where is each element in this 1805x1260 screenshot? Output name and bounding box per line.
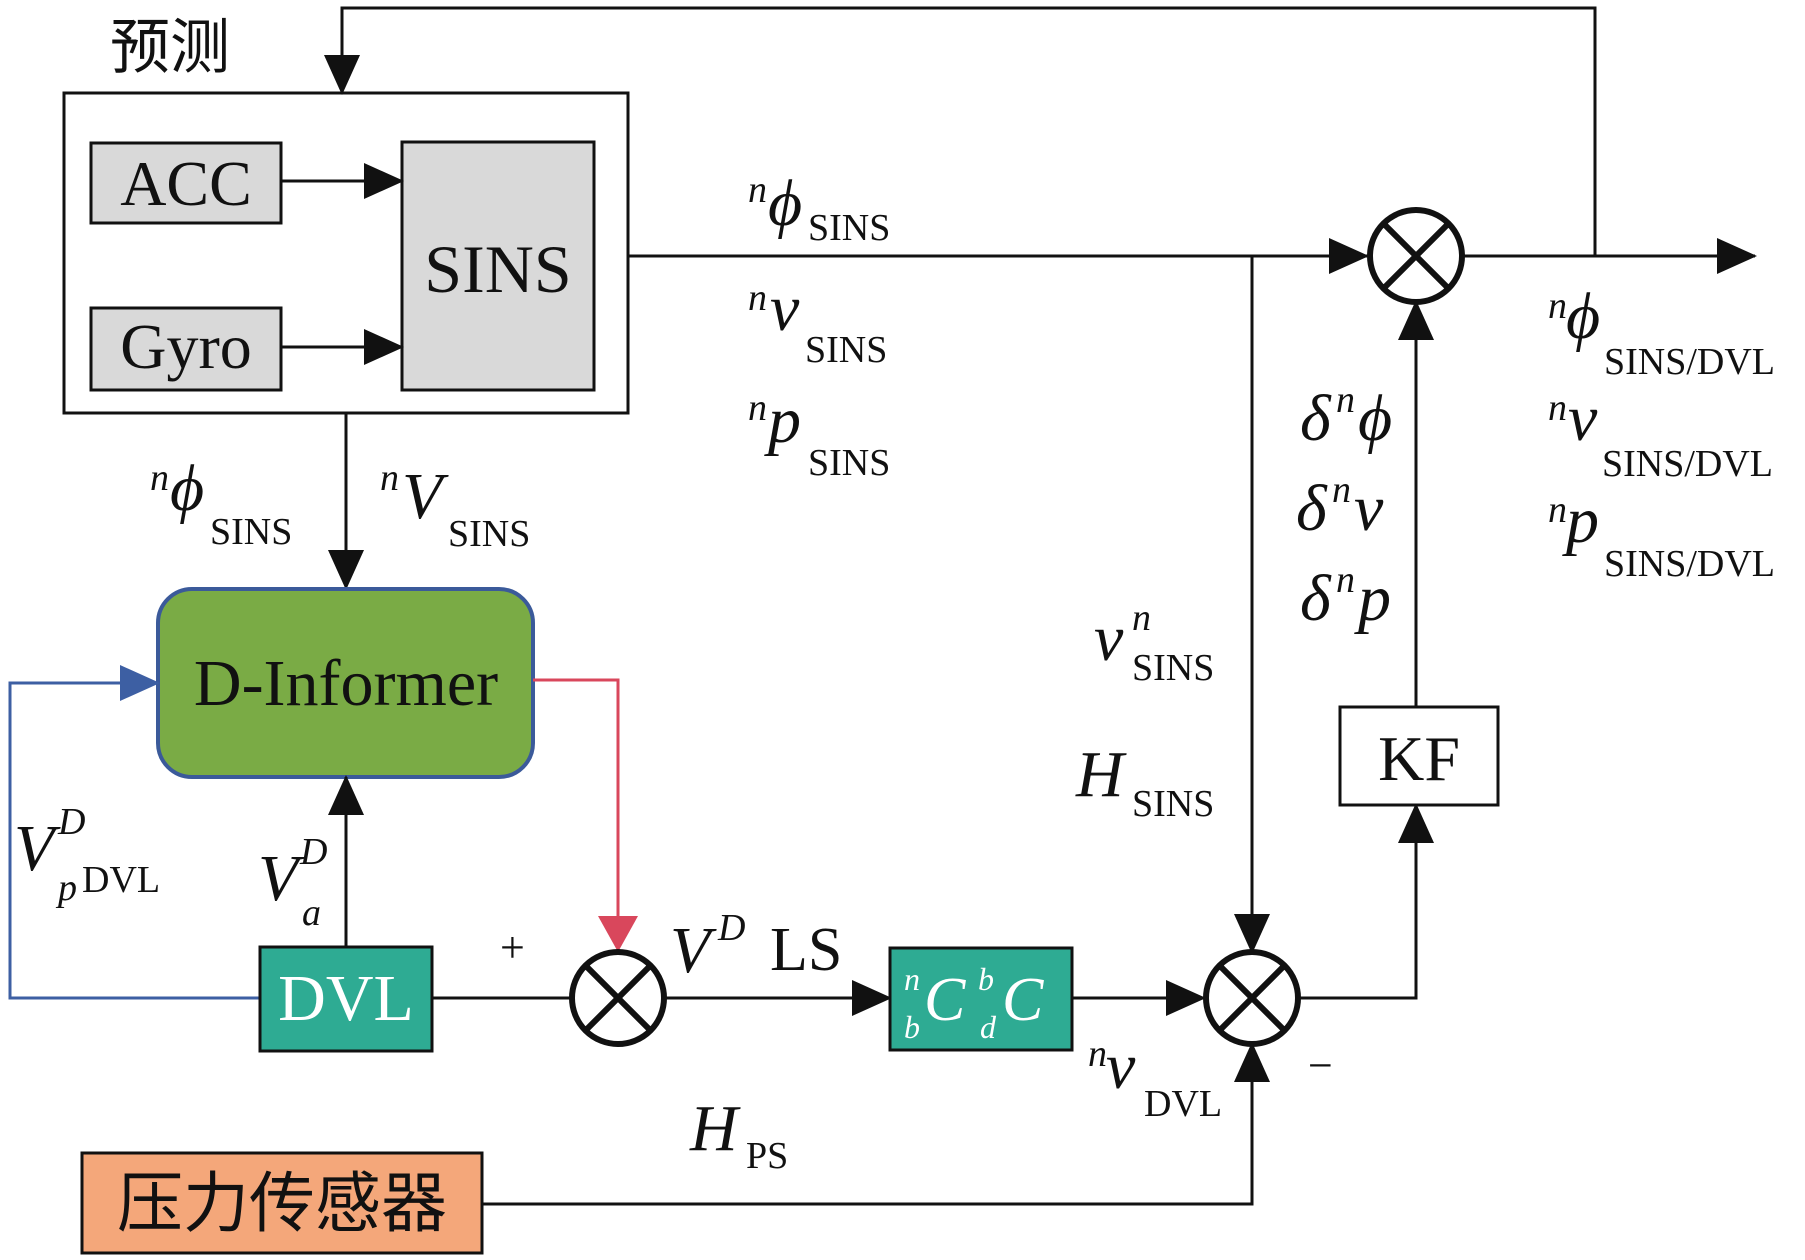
gyro-label: Gyro [120,311,252,382]
d-informer-label: D-Informer [194,647,498,720]
pressure-sensor-block: 压力传感器 [80,1151,484,1255]
pressure-sensor-label: 压力传感器 [117,1168,447,1241]
v-sins-h-sins-labels: v n SINS H SINS [1075,597,1214,825]
svg-text:p: p [1354,562,1391,635]
sins-output-labels: n ϕ SINS n v SINS n p SINS [748,167,890,484]
svg-text:n: n [1336,559,1355,601]
svg-text:δ: δ [1296,472,1328,545]
v-a-label: V D a [258,831,327,934]
svg-text:p: p [55,867,77,909]
svg-text:C: C [1002,966,1044,1034]
svg-text:n: n [1088,1033,1107,1075]
svg-text:b: b [978,961,994,997]
svg-text:DVL: DVL [82,859,160,901]
error-state-labels: δ n ϕ δ n v δ n p [1296,379,1392,635]
dvl-label: DVL [278,962,414,1035]
acc-label: ACC [120,148,252,219]
svg-text:n: n [748,169,767,211]
dinformer-to-combiner-red [533,678,638,952]
ls-label: LS [770,916,842,984]
svg-text:H: H [689,1092,741,1165]
svg-text:δ: δ [1300,562,1332,635]
svg-text:V: V [402,460,449,533]
svg-text:DVL: DVL [1144,1083,1222,1125]
svg-text:SINS: SINS [210,511,292,553]
p-sins-subscript: SINS [808,442,890,484]
svg-text:D: D [299,831,327,873]
svg-text:v: v [1568,382,1598,455]
svg-text:b: b [904,1009,920,1045]
kf-label: KF [1378,723,1460,794]
sins-block: SINS [400,140,596,392]
phi-symbol: ϕ [768,167,802,240]
p-sins-dvl-subscript: SINS/DVL [1604,543,1775,585]
svg-text:H: H [1075,738,1127,811]
kf-block: KF [1338,705,1500,807]
svg-text:δ: δ [1300,382,1332,455]
v-sins-dvl-subscript: SINS/DVL [1602,443,1773,485]
dvl-to-dinformer-feedback [8,665,260,1000]
svg-text:n: n [904,961,920,997]
bottom-combiner-icon [1203,949,1301,1047]
svg-text:v: v [1354,472,1384,545]
svg-text:p: p [1562,484,1599,557]
combined-output-labels: n ϕ SINS/DVL n v SINS/DVL n p SINS/DVL [1548,280,1775,585]
svg-text:D: D [717,907,745,949]
acc-block: ACC [89,141,283,225]
svg-text:ϕ: ϕ [1358,382,1392,455]
svg-text:n: n [1548,285,1567,327]
top-combiner-icon [1367,207,1465,305]
phi-sins-dvl-subscript: SINS/DVL [1604,341,1775,383]
minus-sign: − [1308,1041,1333,1090]
svg-text:V: V [670,914,717,987]
pressure-to-combiner-arrow [482,1042,1270,1206]
svg-text:n: n [748,387,767,429]
svg-text:a: a [302,892,321,934]
svg-text:n: n [1336,379,1355,421]
sins-label: SINS [424,231,571,307]
phi-sins-subscript: SINS [808,207,890,249]
plus-sign: + [500,923,525,972]
svg-text:n: n [1548,489,1567,531]
svg-text:n: n [1548,387,1567,429]
svg-text:n: n [748,277,767,319]
h-ps-label: H PS [689,1092,788,1177]
combiner-to-kf-arrow [1298,803,1434,1000]
vd-ls-label: V D LS [670,907,842,987]
feedback-loop-top [324,6,1597,256]
svg-text:SINS: SINS [448,513,530,555]
svg-text:PS: PS [746,1135,788,1177]
middle-combiner-icon [569,949,667,1047]
svg-text:n: n [1132,597,1151,639]
gyro-block: Gyro [89,306,283,392]
svg-text:V: V [258,842,305,915]
v-symbol: v [770,272,800,345]
v-pdvl-label: V D p DVL [14,801,160,909]
svg-text:n: n [150,457,169,499]
svg-text:ϕ: ϕ [170,452,204,525]
svg-text:n: n [1332,469,1351,511]
svg-text:D: D [57,801,85,843]
v-dvl-label: n v DVL [1088,1030,1222,1125]
svg-text:C: C [924,966,966,1034]
svg-text:v: v [1094,602,1124,675]
d-informer-block: D-Informer [156,587,535,779]
svg-text:V: V [14,812,61,885]
svg-text:ϕ: ϕ [1566,280,1600,353]
svg-text:SINS: SINS [1132,647,1214,689]
svg-text:SINS: SINS [1132,783,1214,825]
dinformer-input-labels: n ϕ SINS n V SINS [150,452,530,555]
v-sins-subscript: SINS [805,329,887,371]
predict-label: 预测 [110,15,230,81]
svg-text:v: v [1106,1030,1136,1103]
dvl-block: DVL [258,945,434,1053]
p-symbol: p [764,384,801,457]
svg-text:d: d [980,1009,997,1045]
svg-text:n: n [380,457,399,499]
rotation-matrix-block: n b C b d C [888,946,1074,1052]
